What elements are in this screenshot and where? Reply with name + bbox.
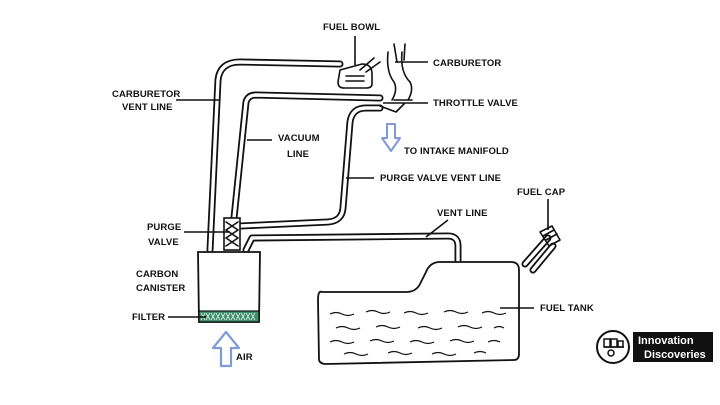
label-purge-valve-2: VALVE [148, 237, 179, 248]
filler-neck [521, 234, 557, 274]
label-to-intake-manifold: TO INTAKE MANIFOLD [404, 146, 509, 157]
canister-filter [198, 310, 260, 323]
label-carburetor-vent-line-1: CARBURETOR [112, 89, 180, 100]
label-fuel-cap: FUEL CAP [517, 187, 566, 198]
label-purge-valve-1: PURGE [147, 222, 181, 233]
label-vacuum-line-1: VACUUM [278, 133, 320, 144]
logo-line-1: Innovation [638, 335, 694, 347]
purge-valve-vent-line [236, 104, 384, 230]
label-throttle-valve: THROTTLE VALVE [433, 98, 518, 109]
logo-banner [633, 332, 713, 362]
label-air: AIR [236, 352, 253, 363]
label-carbon-canister-2: CANISTER [136, 283, 185, 294]
carburetor-vent-line [206, 58, 344, 254]
label-fuel-tank: FUEL TANK [540, 303, 594, 314]
label-fuel-bowl: FUEL BOWL [323, 22, 380, 33]
fuel-bowl [337, 57, 381, 89]
label-carbon-canister-1: CARBON [136, 269, 178, 280]
label-carburetor-vent-line-2: VENT LINE [122, 102, 173, 113]
fuel-tank [317, 261, 520, 365]
carburetor-body [379, 43, 413, 113]
label-vent-line: VENT LINE [437, 208, 488, 219]
label-carburetor: CARBURETOR [433, 58, 501, 69]
up-arrow-icon [211, 330, 241, 368]
label-purge-valve-vent-line: PURGE VALVE VENT LINE [380, 173, 501, 184]
vent-line [242, 232, 462, 272]
label-filter: FILTER [132, 312, 165, 323]
fuel-level-waves [329, 309, 507, 357]
logo-line-2: Discoveries [644, 349, 706, 361]
vacuum-line [230, 91, 384, 222]
leader-vent-line [425, 219, 449, 238]
label-vacuum-line-2: LINE [287, 149, 309, 160]
engine-logo-glyph [603, 338, 624, 357]
purge-valve [223, 217, 241, 251]
down-arrow-icon [381, 123, 401, 152]
brand-logo: Innovation Discoveries [596, 330, 713, 364]
